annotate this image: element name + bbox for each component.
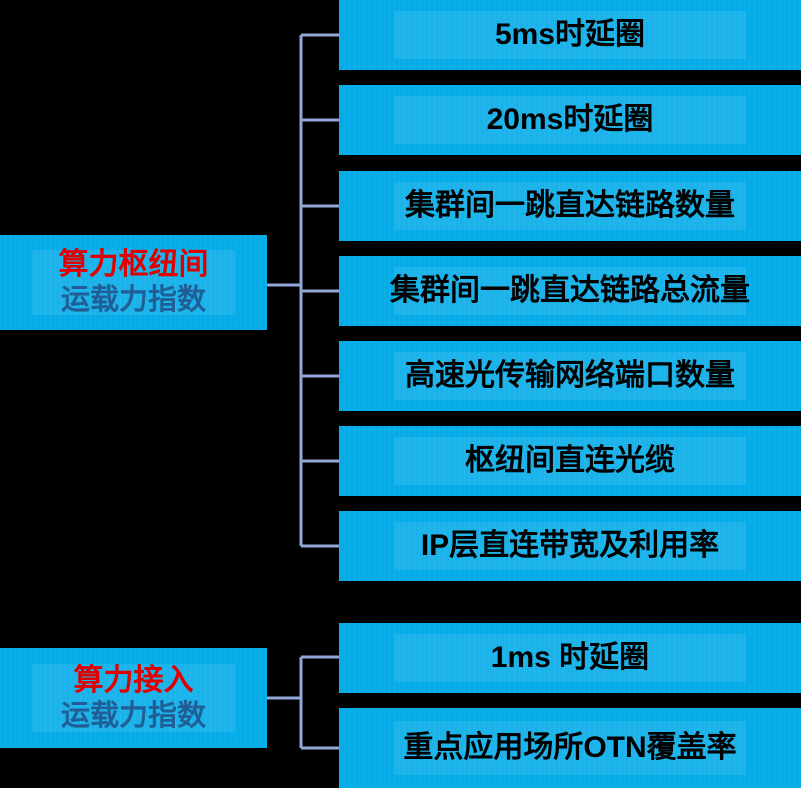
root-title-line2: 运载力指数	[60, 699, 206, 732]
leaf-label: 高速光传输网络端口数量	[405, 359, 735, 392]
root-title-line2: 运载力指数	[60, 284, 206, 317]
leaf-label: 20ms时延圈	[486, 103, 654, 136]
leaf-node-5ms-latency-circle[interactable]: 5ms时延圈	[339, 0, 801, 70]
leaf-node-key-application-site-otn-coverage-rate[interactable]: 重点应用场所OTN覆盖率	[339, 708, 801, 788]
leaf-label: 1ms 时延圈	[490, 641, 650, 674]
root-title-line1: 算力枢纽间	[58, 248, 209, 282]
leaf-label: 5ms时延圈	[494, 18, 646, 51]
root-node-compute-access[interactable]: 算力接入 运载力指数	[0, 648, 267, 748]
leaf-label: 集群间一跳直达链路总流量	[390, 274, 750, 307]
leaf-node-ip-layer-direct-bandwidth-and-utilization[interactable]: IP层直连带宽及利用率	[339, 511, 801, 581]
leaf-node-inter-hub-direct-fiber-cable[interactable]: 枢纽间直连光缆	[339, 426, 801, 496]
leaf-node-inter-cluster-one-hop-direct-link-total-traffic[interactable]: 集群间一跳直达链路总流量	[339, 256, 801, 326]
leaf-label: 重点应用场所OTN覆盖率	[403, 731, 737, 764]
leaf-label: 集群间一跳直达链路数量	[405, 189, 735, 222]
leaf-node-high-speed-optical-network-port-count[interactable]: 高速光传输网络端口数量	[339, 341, 801, 411]
leaf-node-1ms-latency-circle[interactable]: 1ms 时延圈	[339, 623, 801, 693]
root-title-line1: 算力接入	[73, 663, 194, 697]
leaf-node-inter-cluster-one-hop-direct-link-count[interactable]: 集群间一跳直达链路数量	[339, 171, 801, 241]
leaf-label: 枢纽间直连光缆	[465, 444, 675, 477]
leaf-label: IP层直连带宽及利用率	[420, 529, 720, 562]
root-node-compute-hub-interconnect[interactable]: 算力枢纽间 运载力指数	[0, 235, 267, 330]
leaf-node-20ms-latency-circle[interactable]: 20ms时延圈	[339, 85, 801, 155]
